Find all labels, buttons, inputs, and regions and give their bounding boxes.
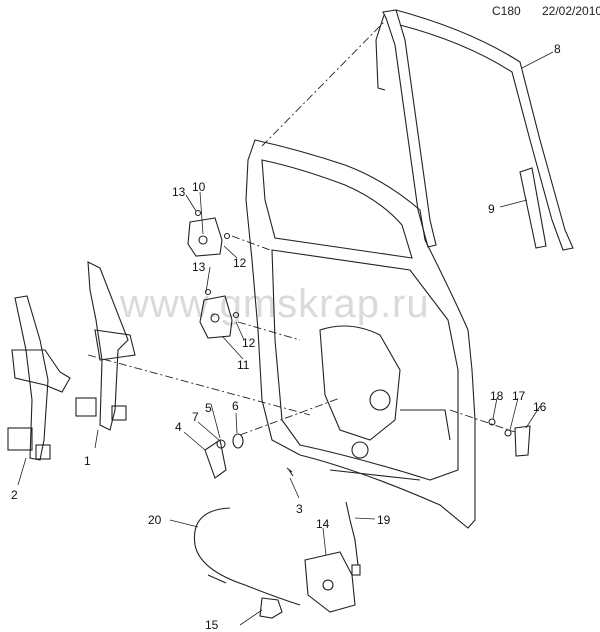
callout-19: 19 <box>377 513 391 527</box>
bolt-17 <box>504 429 512 437</box>
diagram-code: C180 <box>492 4 521 18</box>
callout-6: 6 <box>232 399 239 413</box>
callout-9: 9 <box>488 202 495 216</box>
callout-20: 20 <box>148 513 162 527</box>
upper-hinge <box>187 209 231 257</box>
callout-13b: 13 <box>192 260 206 274</box>
diagram-date: 22/02/2010 <box>542 4 600 18</box>
callout-1: 1 <box>84 454 91 468</box>
glass-run-strip <box>519 167 547 249</box>
callout-16: 16 <box>533 400 547 414</box>
callout-8: 8 <box>554 42 561 56</box>
callout-18: 18 <box>490 389 504 403</box>
lock-lever <box>259 597 283 619</box>
window-channel <box>375 9 574 251</box>
callout-11: 11 <box>237 358 250 372</box>
handle-bezel <box>232 433 244 449</box>
callout-2: 2 <box>11 488 18 502</box>
door-check <box>514 425 531 457</box>
assembly-lines <box>87 21 516 436</box>
callout-12b: 12 <box>242 336 256 350</box>
outside-handle <box>204 439 227 479</box>
callout-7: 7 <box>192 410 199 424</box>
handle-clip <box>216 439 226 449</box>
callout-15: 15 <box>205 618 219 632</box>
callout-12a: 12 <box>233 256 247 270</box>
callout-17: 17 <box>512 389 526 403</box>
release-cable <box>193 507 301 606</box>
lock-rod <box>345 501 359 566</box>
callout-13a: 13 <box>172 185 186 199</box>
window-regulator-1 <box>75 261 136 431</box>
callout-5: 5 <box>205 401 212 415</box>
window-regulator-2 <box>7 295 71 461</box>
callout-4: 4 <box>175 420 182 434</box>
door-panel <box>245 139 476 529</box>
leader-lines <box>17 51 554 626</box>
lower-hinge <box>199 288 240 339</box>
door-latch <box>304 551 361 613</box>
screw <box>286 467 294 477</box>
callout-10: 10 <box>192 180 206 194</box>
callout-14: 14 <box>316 517 330 531</box>
callout-3: 3 <box>296 502 303 516</box>
bolt-18 <box>488 418 496 426</box>
